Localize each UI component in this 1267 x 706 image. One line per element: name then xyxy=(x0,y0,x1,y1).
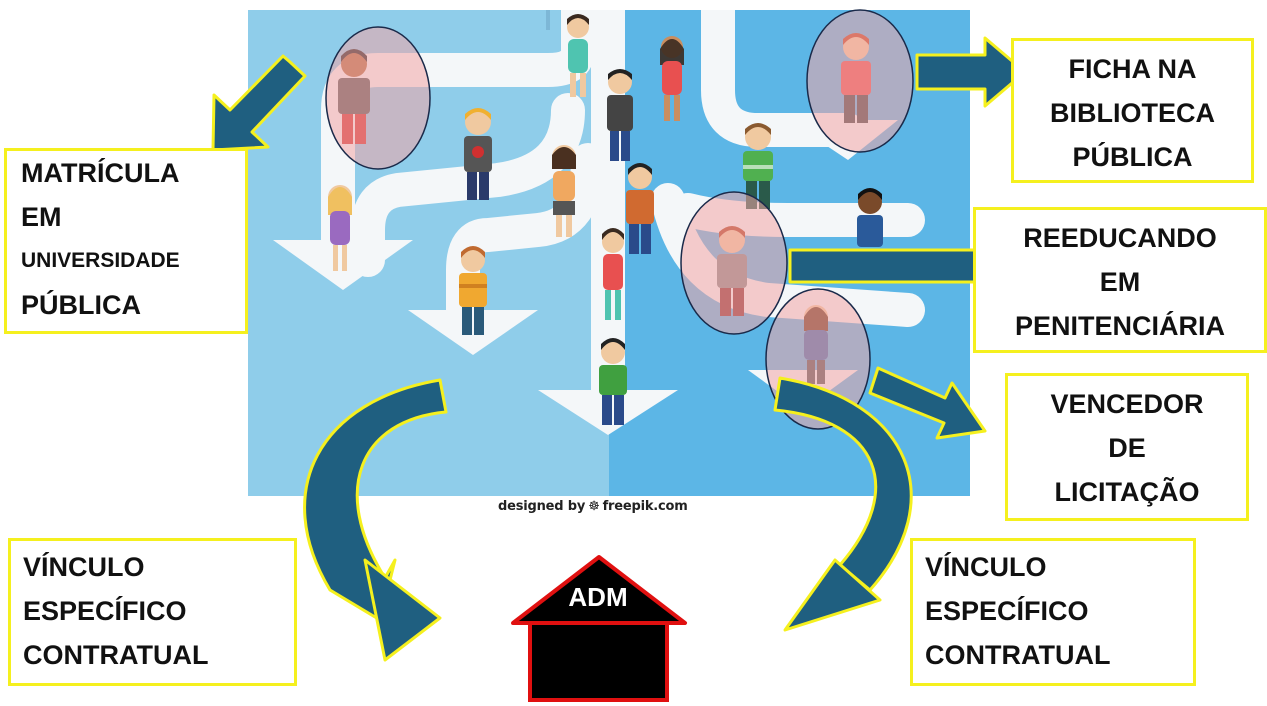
box-vinculo-left-line-1: VÍNCULO xyxy=(23,545,294,589)
box-vencedor-line-2: DE xyxy=(1008,426,1246,470)
box-matricula-line-2: EM xyxy=(21,195,245,239)
box-matricula: MATRÍCULA EM UNIVERSIDADE PÚBLICA xyxy=(4,148,248,334)
box-vinculo-right-line-2: ESPECÍFICO xyxy=(925,589,1193,633)
box-matricula-line-3: UNIVERSIDADE xyxy=(21,239,245,283)
box-vencedor-line-1: VENCEDOR xyxy=(1008,382,1246,426)
box-reeducando-line-1: REEDUCANDO xyxy=(976,216,1264,260)
box-reeducando-line-2: EM xyxy=(976,260,1264,304)
credit-site: freepik.com xyxy=(603,499,688,514)
curved-arrow-right-head xyxy=(785,560,880,630)
box-matricula-line-1: MATRÍCULA xyxy=(21,151,245,195)
box-ficha-line-3: PÚBLICA xyxy=(1014,135,1251,179)
box-vencedor: VENCEDOR DE LICITAÇÃO xyxy=(1005,373,1249,521)
freepik-credit: designed by☸ freepik.com xyxy=(498,499,688,514)
people-paths-illustration xyxy=(248,10,970,496)
box-ficha-line-1: FICHA NA xyxy=(1014,47,1251,91)
freepik-logo-icon: ☸ xyxy=(588,499,599,514)
box-vinculo-right-line-3: CONTRATUAL xyxy=(925,633,1193,677)
curved-arrow-left-head xyxy=(365,560,440,660)
box-ficha-line-2: BIBLIOTECA xyxy=(1014,91,1251,135)
box-vinculo-left-line-3: CONTRATUAL xyxy=(23,633,294,677)
adm-house-icon xyxy=(513,557,685,700)
credit-prefix: designed by xyxy=(498,499,585,514)
box-vinculo-right: VÍNCULO ESPECÍFICO CONTRATUAL xyxy=(910,538,1196,686)
illustration-panel xyxy=(248,10,970,496)
box-ficha: FICHA NA BIBLIOTECA PÚBLICA xyxy=(1011,38,1254,183)
box-vinculo-left-line-2: ESPECÍFICO xyxy=(23,589,294,633)
box-reeducando-line-3: PENITENCIÁRIA xyxy=(976,304,1264,348)
box-reeducando: REEDUCANDO EM PENITENCIÁRIA xyxy=(973,207,1267,353)
adm-label: ADM xyxy=(553,582,643,613)
box-vencedor-line-3: LICITAÇÃO xyxy=(1008,470,1246,514)
box-vinculo-left: VÍNCULO ESPECÍFICO CONTRATUAL xyxy=(8,538,297,686)
box-vinculo-right-line-1: VÍNCULO xyxy=(925,545,1193,589)
box-matricula-line-4: PÚBLICA xyxy=(21,283,245,327)
